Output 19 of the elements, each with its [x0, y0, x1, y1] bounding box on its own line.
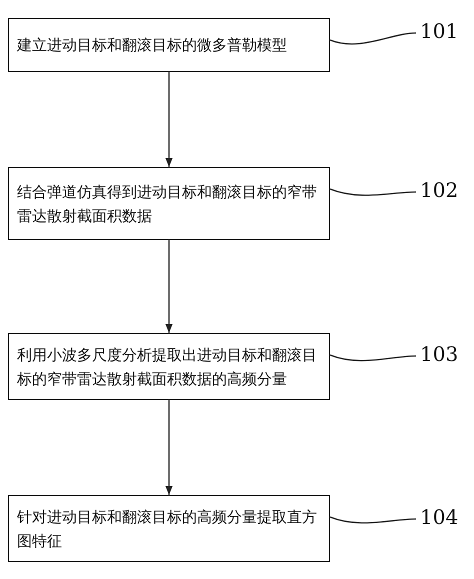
leader-line	[330, 354, 416, 362]
process-box	[8, 18, 330, 72]
leader-line	[330, 516, 416, 524]
callout-number: 103	[420, 343, 468, 365]
box-text: 建立进动目标和翻滚目标的微多普勒模型	[17, 35, 287, 56]
box-text: 利用小波多尺度分析提取出进动目标和翻滚目标的窄带雷达散射截面积数据的高频分量	[17, 344, 318, 390]
callout-number: 102	[420, 179, 468, 201]
box-text: 结合弹道仿真得到进动目标和翻滚目标的窄带雷达散射截面积数据	[17, 182, 318, 226]
arrow	[165, 240, 173, 333]
callout-number: 101	[420, 20, 468, 42]
process-box	[8, 495, 330, 562]
process-box	[8, 333, 330, 400]
box-text: 针对进动目标和翻滚目标的高频分量提取直方图特征	[17, 506, 318, 552]
process-box	[8, 167, 330, 240]
leader-line	[330, 188, 416, 196]
leader-line	[330, 32, 416, 45]
callout-number: 104	[420, 506, 468, 528]
arrow	[165, 400, 173, 495]
arrow	[165, 72, 173, 167]
